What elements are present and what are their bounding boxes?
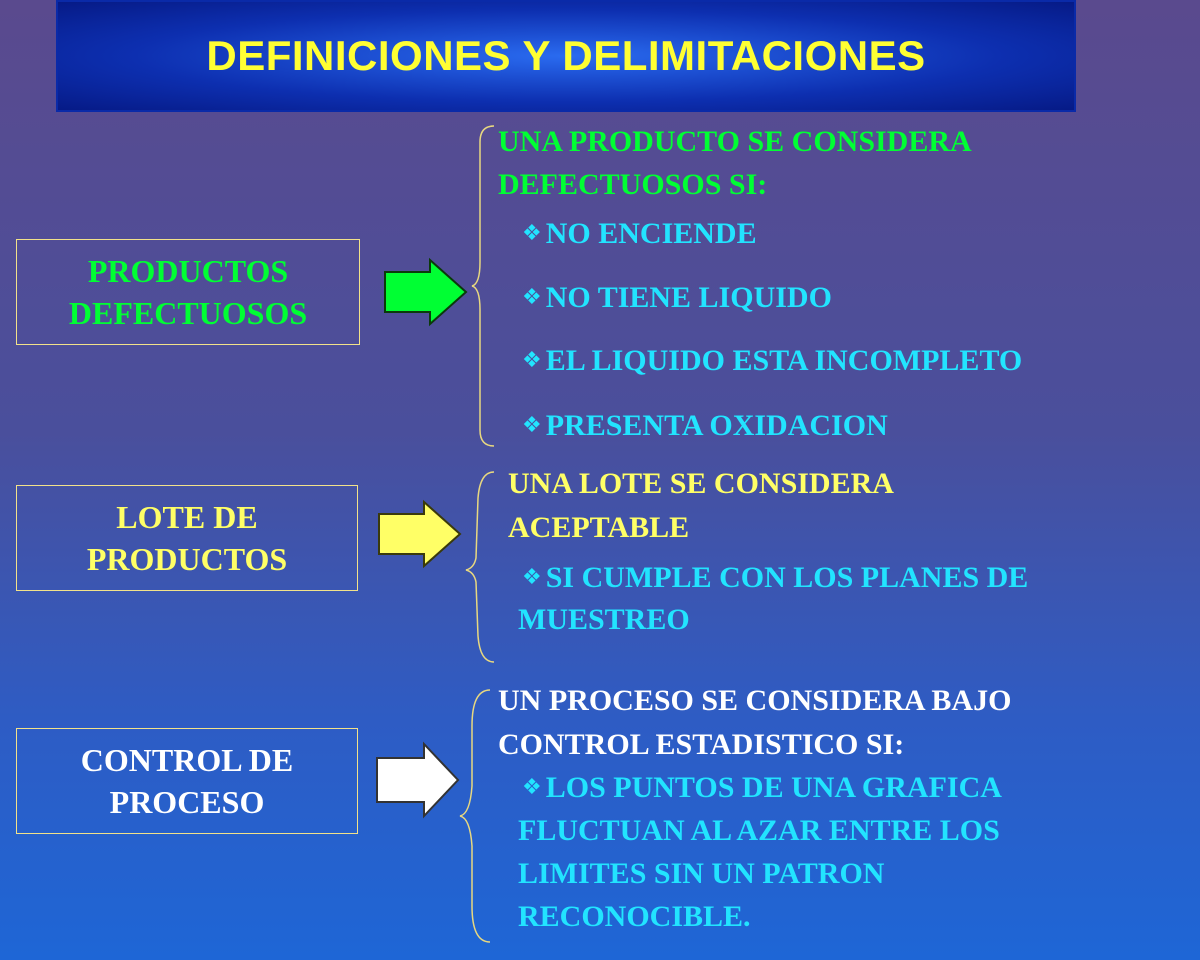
yellow-arrow-icon [378,499,462,569]
bullet-item: ❖NO TIENE LIQUIDO [522,281,832,314]
box-line: PRODUCTOS [87,253,289,289]
bullet-continuation: LIMITES SIN UN PATRON [518,857,885,890]
left-brace-icon [465,471,495,663]
box-line: CONTROL DE [80,742,294,778]
row1-header-line1: UNA PRODUCTO SE CONSIDERA [498,125,972,158]
box-line: PRODUCTOS [86,541,288,577]
diamond-bullet-icon: ❖ [522,221,542,246]
bullet-continuation: FLUCTUAN AL AZAR ENTRE LOS [518,814,1000,847]
left-brace-icon [459,689,491,943]
row2-header-line1: UNA LOTE SE CONSIDERA [508,467,894,500]
page-title: DEFINICIONES Y DELIMITACIONES [206,32,926,79]
bullet-item: ❖PRESENTA OXIDACION [522,409,888,442]
green-arrow-icon [384,257,468,327]
title-banner: DEFINICIONES Y DELIMITACIONES [56,0,1076,112]
control-proceso-box: CONTROL DE PROCESO [16,728,358,834]
left-brace-icon [471,125,495,447]
bullet-continuation: RECONOCIBLE. [518,900,751,933]
productos-defectuosos-box: PRODUCTOS DEFECTUOSOS [16,239,360,345]
row3-header-line1: UN PROCESO SE CONSIDERA BAJO [498,684,1012,717]
box-line: PROCESO [109,784,265,820]
diamond-bullet-icon: ❖ [522,565,542,590]
bullet-item: ❖EL LIQUIDO ESTA INCOMPLETO [522,344,1023,377]
row2-header-line2: ACEPTABLE [508,511,690,544]
diamond-bullet-icon: ❖ [522,775,542,800]
box-line: DEFECTUOSOS [68,295,308,331]
diamond-bullet-icon: ❖ [522,413,542,438]
box-line: LOTE DE [116,499,258,535]
bullet-item: ❖SI CUMPLE CON LOS PLANES DE [522,561,1029,594]
bullet-item: ❖NO ENCIENDE [522,217,757,250]
row1-header-line2: DEFECTUOSOS SI: [498,168,768,201]
row3-header-line2: CONTROL ESTADISTICO SI: [498,728,905,761]
bullet-item: ❖LOS PUNTOS DE UNA GRAFICA [522,771,1002,804]
diamond-bullet-icon: ❖ [522,285,542,310]
bullet-continuation: MUESTREO [518,603,690,636]
lote-productos-box: LOTE DE PRODUCTOS [16,485,358,591]
white-arrow-icon [376,741,460,819]
diamond-bullet-icon: ❖ [522,348,542,373]
